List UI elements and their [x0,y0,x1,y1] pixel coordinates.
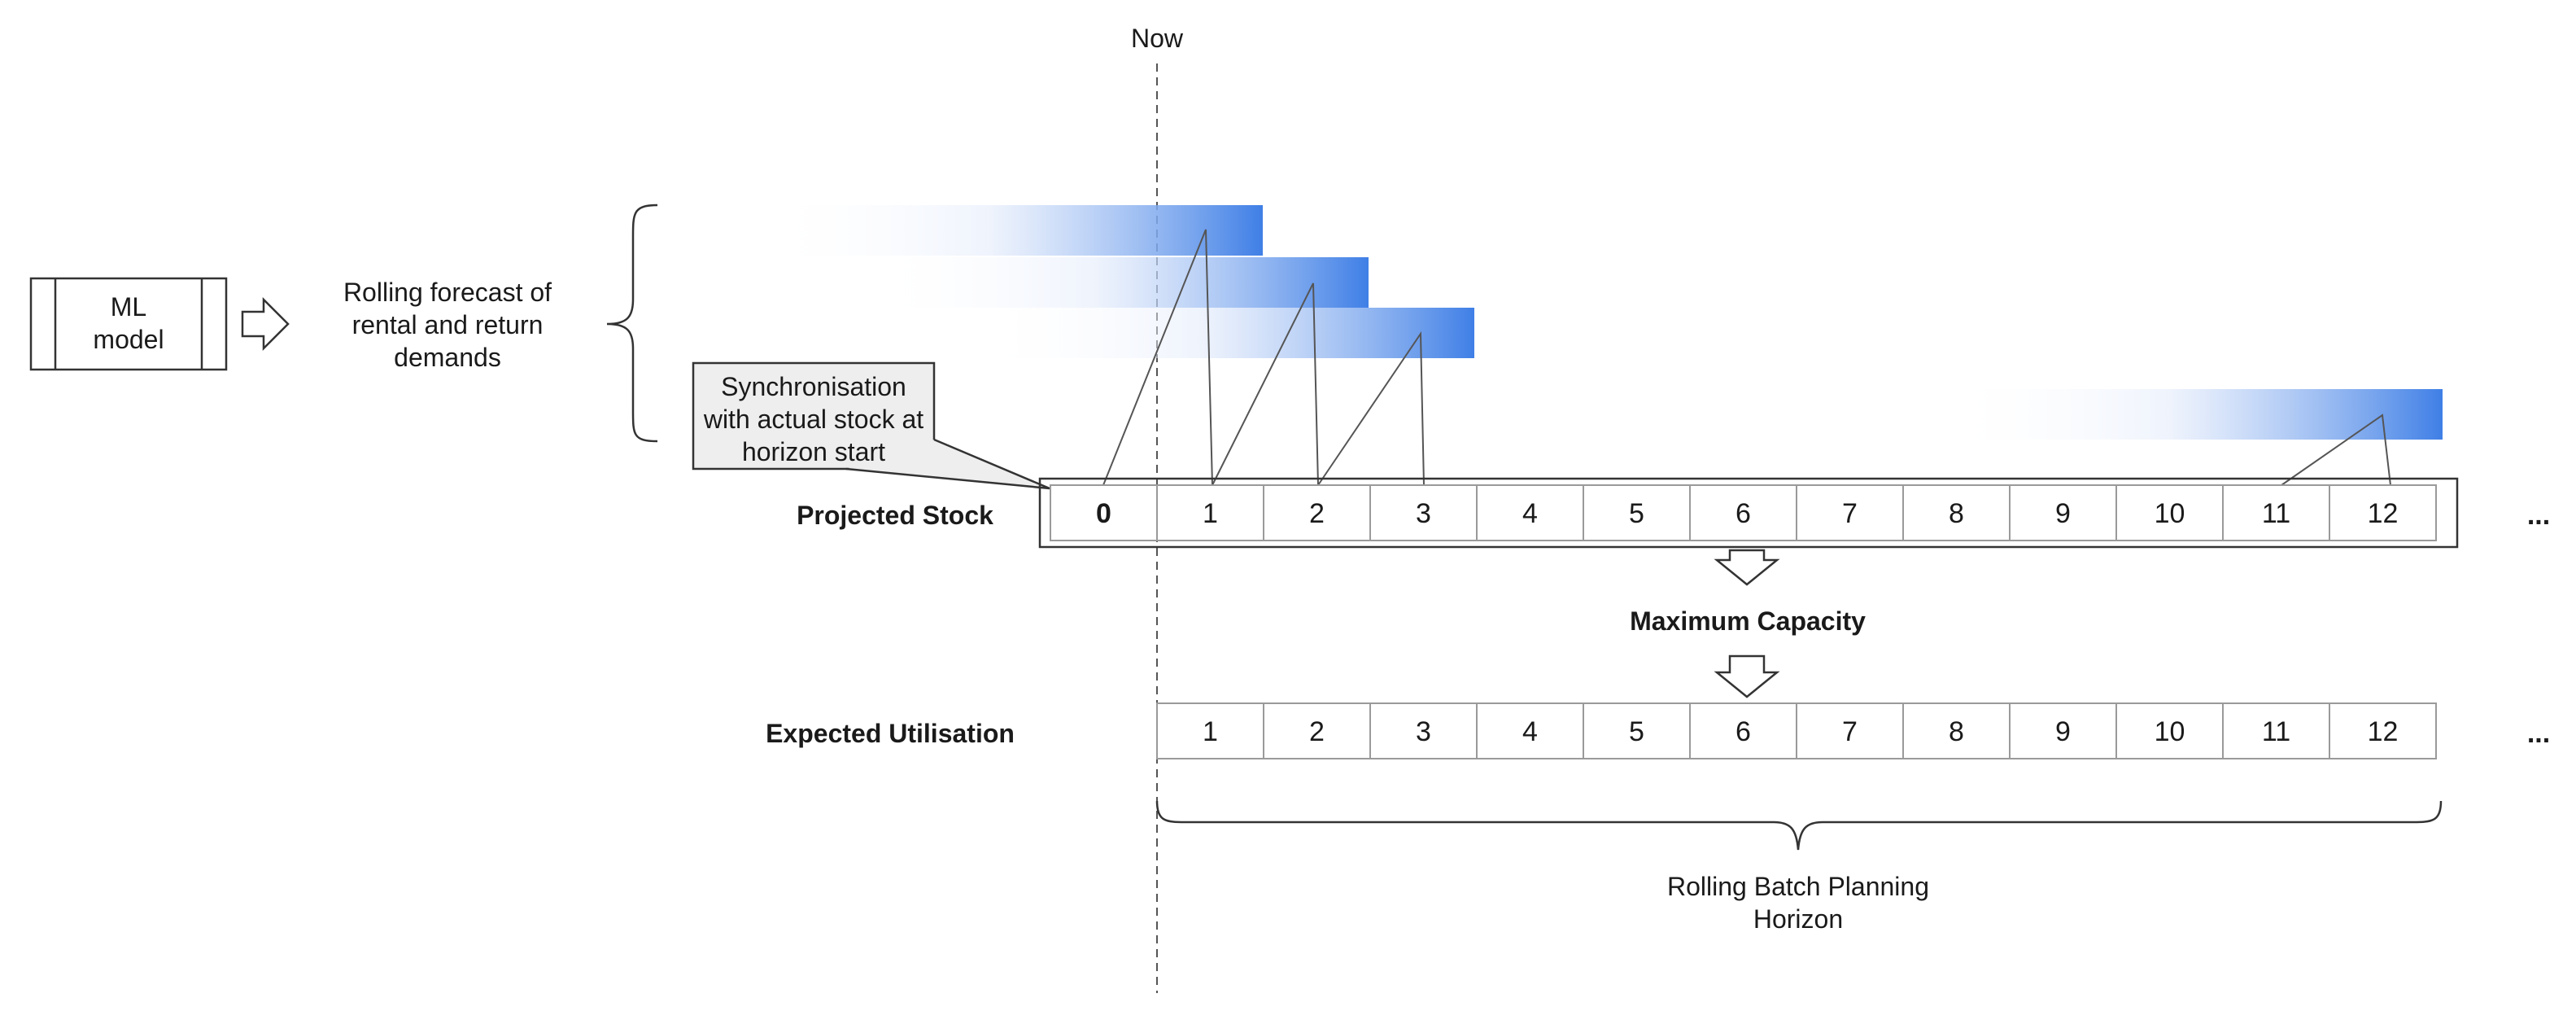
expected-utilisation-continuation: ... [2527,718,2550,749]
expected-utilisation-cell-5: 5 [1629,716,1644,747]
expected-utilisation-cell-box [1263,702,1371,759]
projected-stock-cell-4: 4 [1522,498,1538,529]
forecast-bars [765,205,2443,440]
forecast-label-line1: Rolling forecast of [343,278,552,307]
projected-stock-cell-8: 8 [1949,498,1964,529]
ml-model-box: ML model [29,277,228,371]
maximum-capacity-label: Maximum Capacity [1630,606,1866,636]
projected-stock-cell-5: 5 [1629,498,1644,529]
expected-utilisation-cell-box [1689,702,1797,759]
forecast-bar-12 [1945,389,2443,440]
expected-utilisation-cell-box [1902,702,2011,759]
right-arrow-icon [241,296,290,352]
expected-utilisation-cell-12: 12 [2368,716,2399,747]
expected-utilisation-cell-6: 6 [1736,716,1751,747]
forecast-label: Rolling forecast of rental and return de… [343,278,552,372]
projected-stock-cell-box [1263,484,1371,541]
projected-stock-cell-3: 3 [1416,498,1431,529]
horizon-label: Rolling Batch Planning Horizon [1667,872,1929,934]
forecast-brace [606,204,658,443]
projected-stock-cell-box [2222,484,2330,541]
down-arrow-icon [1714,654,1780,698]
horizon-label-line1: Rolling Batch Planning [1667,872,1929,901]
expected-utilisation-cell-9: 9 [2055,716,2071,747]
projected-stock-cell-box [1689,484,1797,541]
projected-stock-continuation: ... [2527,500,2550,531]
forecast-label-line3: demands [394,343,501,372]
projected-stock-outer-frame [1038,477,2459,549]
projected-stock-cell-box [1050,484,1158,541]
projected-stock-cell-0: 0 [1096,498,1111,529]
expected-utilisation-cell-7: 7 [1842,716,1858,747]
projected-stock-cell-10: 10 [2155,498,2185,529]
expected-utilisation-label: Expected Utilisation [766,719,1015,748]
horizon-label-line2: Horizon [1753,904,1843,934]
projected-stock-cell-box [1476,484,1584,541]
expected-utilisation-cell-box [1156,702,1264,759]
expected-utilisation-cell-1: 1 [1203,716,1218,747]
projected-stock-cell-box [2329,484,2437,541]
expected-utilisation-cell-3: 3 [1416,716,1431,747]
expected-utilisation-cell-box [2222,702,2330,759]
projected-stock-cell-6: 6 [1736,498,1751,529]
projected-stock-cell-box [2115,484,2224,541]
forecast-connectors [1102,229,2391,486]
expected-utilisation-cell-8: 8 [1949,716,1964,747]
forecast-bar-2 [871,257,1369,308]
projected-stock-cell-9: 9 [2055,498,2071,529]
sync-callout: Synchronisation with actual stock at hor… [692,361,1050,490]
sync-callout-line3: horizon start [742,437,885,466]
forecast-label-line2: rental and return [352,310,544,339]
expected-utilisation-cell-box [1583,702,1691,759]
expected-utilisation-cell-4: 4 [1522,716,1538,747]
sync-callout-line1: Synchronisation [721,372,906,401]
horizon-brace [1155,800,2443,851]
expected-utilisation-cell-box [1796,702,1904,759]
now-label: Now [1131,24,1184,53]
projected-stock-label: Projected Stock [797,501,993,530]
expected-utilisation-cell-box [2329,702,2437,759]
projected-stock-cell-12: 12 [2368,498,2399,529]
forecast-bar-1 [765,205,1263,256]
expected-utilisation-cell-box [1369,702,1478,759]
expected-utilisation-cell-10: 10 [2155,716,2185,747]
expected-utilisation-cell-box [2009,702,2117,759]
forecast-bar-3 [976,308,1474,358]
expected-utilisation-cell-box [1476,702,1584,759]
projected-stock-cell-7: 7 [1842,498,1858,529]
projected-stock-cell-2: 2 [1309,498,1325,529]
ml-model-line1: ML [111,292,146,322]
sync-callout-line2: with actual stock at [703,405,923,434]
expected-utilisation-cell-box [2115,702,2224,759]
projected-stock-cell-box [1902,484,2011,541]
expected-utilisation-cell-2: 2 [1309,716,1325,747]
down-arrow-icon [1714,549,1780,586]
ml-model-line2: model [93,325,164,354]
projected-stock-cell-1: 1 [1203,498,1218,529]
projected-stock-cell-11: 11 [2262,498,2290,529]
expected-utilisation-cell-11: 11 [2262,716,2290,747]
